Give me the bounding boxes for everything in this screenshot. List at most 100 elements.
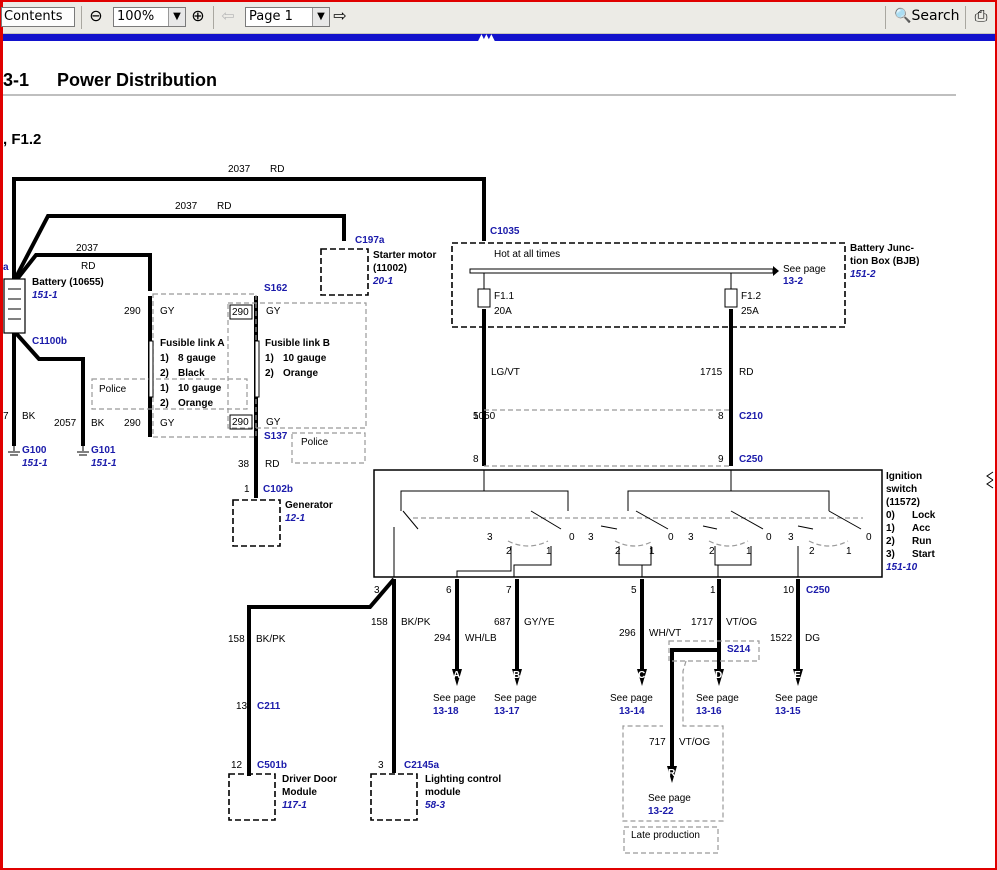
diagram-label: 10 gauge (283, 353, 327, 364)
document-view[interactable]: 3-1 Power Distribution , F1.2 2037 RD 20… (3, 41, 995, 868)
diagram-label: 151-1 (22, 458, 48, 469)
diagram-label: 13-16 (696, 706, 722, 717)
toolbar-separator (81, 6, 82, 29)
diagram-label: GY/YE (524, 617, 555, 628)
diagram-label: 13-15 (775, 706, 801, 717)
generator-box (232, 499, 281, 547)
diagram-label: Lock (912, 510, 936, 521)
diagram-label: a (3, 262, 9, 273)
back-arrow-icon[interactable]: ⇦ (221, 6, 235, 25)
diagram-label: 2) (265, 368, 274, 379)
diagram-label: 2 (615, 546, 621, 557)
battery-icon (3, 278, 26, 334)
contents-button[interactable]: Contents (1, 7, 75, 27)
chevron-down-icon[interactable]: ▼ (168, 8, 185, 26)
diagram-label: Battery (10655) (32, 277, 104, 288)
zoom-in-icon[interactable]: ⊕ (191, 6, 205, 25)
wire-2057-bk (12, 329, 85, 446)
diagram-label: 2) (160, 368, 169, 379)
diagram-label: WH/VT (649, 628, 681, 639)
lighting-control-module-box (370, 773, 418, 821)
bjb-box (451, 242, 846, 328)
diagram-label: RD (217, 201, 231, 212)
diagram-label: C211 (257, 701, 281, 712)
diagram-label: DG (805, 633, 820, 644)
diagram-label: C250 (806, 585, 830, 596)
search-icon: 🔍 (894, 8, 912, 24)
diagram-label: 296 (619, 628, 636, 639)
diagram-label: G101 (91, 445, 116, 456)
fusible-link-b-box (227, 302, 367, 429)
chevron-down-icon[interactable]: ▼ (312, 8, 329, 26)
page-title: Power Distribution (57, 70, 217, 90)
collapse-handle-icon[interactable]: ▲▲▲ (478, 33, 495, 43)
diagram-label: Acc (912, 523, 931, 534)
diagram-label: 13-22 (648, 806, 674, 817)
diagram-label: 2037 (175, 201, 198, 212)
diagram-label: See page (648, 793, 691, 804)
diagram-label: 1522 (770, 633, 793, 644)
diagram-label: Battery Junc- (850, 243, 914, 254)
toolbar-collapse-bar[interactable] (3, 34, 995, 41)
diagram-label: 117-1 (282, 800, 307, 811)
search-button[interactable]: 🔍Search (894, 7, 964, 27)
diagram-label: WH/LB (465, 633, 497, 644)
page-select[interactable]: Page 1 ▼ (245, 7, 330, 27)
print-icon[interactable]: ⎙ (974, 6, 988, 25)
diagram-label: 2) (160, 398, 169, 409)
wire-2037-top (12, 177, 486, 281)
page-value: Page 1 (249, 9, 293, 24)
diagram-label: 1 (710, 585, 716, 596)
forward-arrow-icon[interactable]: ⇨ (333, 6, 347, 25)
diagram-label: 1715 (700, 367, 723, 378)
diagram-label: 1) (160, 353, 169, 364)
diagram-label: 8 (718, 411, 724, 422)
wire-158-a (247, 577, 396, 776)
diagram-label: 10 gauge (178, 383, 222, 394)
resize-grip-icon[interactable] (985, 470, 995, 490)
diagram-label: C210 (739, 411, 763, 422)
diagram-label: module (425, 787, 461, 798)
diagram-label: 20-1 (372, 276, 393, 287)
page-title-number: 3-1 (3, 70, 29, 90)
diagram-label: 2 (506, 546, 512, 557)
diagram-label: 2 (709, 546, 715, 557)
diagram-label: 1 (649, 546, 655, 557)
diagram-label: 58-3 (425, 800, 445, 811)
diagram-label: Module (282, 787, 317, 798)
diagram-label: Generator (285, 500, 333, 511)
diagram-label: 0 (569, 532, 575, 543)
diagram-label: 38 (238, 459, 250, 470)
toolbar: Contents ⊖ 100% ▼ ⊕ ⇦ Page 1 ▼ ⇨ 🔍Search… (1, 2, 995, 34)
diagram-label: 3 (788, 532, 794, 543)
diagram-label: 1050 (473, 411, 496, 422)
diagram-label: 20A (494, 306, 512, 317)
diagram-label: Orange (283, 368, 318, 379)
diagram-label: RD (270, 164, 284, 175)
zoom-out-icon[interactable]: ⊖ (89, 6, 103, 25)
diagram-label: 1 (746, 546, 752, 557)
zoom-select[interactable]: 100% ▼ (113, 7, 186, 27)
diagram-label: RD (81, 261, 95, 272)
diagram-label: 7 (3, 411, 9, 422)
diagram-label: 1 (546, 546, 552, 557)
diagram-label: 3 (688, 532, 694, 543)
diagram-label: 7 (506, 585, 512, 596)
diagram-label: 151-1 (91, 458, 117, 469)
diagram-label: 158 (228, 634, 245, 645)
diagram-label: E (794, 670, 801, 681)
diagram-label: 6 (446, 585, 452, 596)
starter-motor-box (320, 248, 369, 296)
diagram-label: 25A (741, 306, 759, 317)
diagram-label: 290 (124, 418, 141, 429)
wire-2037-mid (12, 214, 346, 282)
diagram-label: C250 (739, 454, 763, 465)
diagram-label: 0 (668, 532, 674, 543)
diagram-label: C1035 (490, 226, 520, 237)
diagram-label: F1.2 (741, 291, 761, 302)
diagram-label: BK (22, 411, 36, 422)
diagram-label: 1) (265, 353, 274, 364)
police-b-box (291, 432, 366, 464)
diagram-label: 3 (588, 532, 594, 543)
